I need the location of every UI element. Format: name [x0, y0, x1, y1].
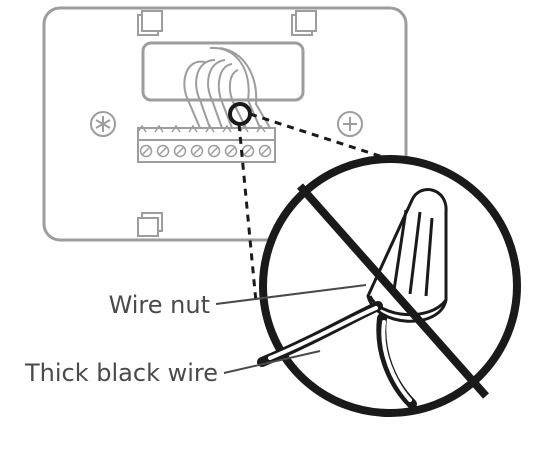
terminal-screw-slot: [209, 146, 219, 156]
terminal-block: [137, 124, 276, 163]
wall-plate: [42, 6, 408, 242]
zoom-guide-lines: [237, 112, 393, 303]
terminal-screw-slot: [243, 146, 253, 156]
screw-icon-left: [90, 111, 116, 137]
mounting-tab-bottom: [137, 212, 163, 237]
focus-circle: [228, 102, 252, 126]
mounting-tab-top-right: [291, 10, 317, 36]
terminal-screw-slot: [226, 146, 236, 156]
terminal-screw-slot: [192, 146, 202, 156]
thick-black-wire-inner: [268, 306, 412, 402]
terminal-screw-slot: [175, 146, 185, 156]
terminal-screw-slot: [141, 146, 151, 156]
terminal-screw-slot: [260, 146, 270, 156]
screw-icon-right: [337, 111, 363, 137]
wire-opening: [141, 41, 305, 102]
callout-leader-lines: [215, 284, 367, 374]
mounting-tab-top-left: [137, 10, 163, 36]
thick-black-wire-label: Thick black wire: [24, 359, 218, 387]
terminal-screw-slot: [158, 146, 168, 156]
prohibition-sign: [257, 155, 521, 417]
wire-bundle: [183, 46, 271, 129]
wire-nut-label: Wire nut: [109, 291, 210, 319]
